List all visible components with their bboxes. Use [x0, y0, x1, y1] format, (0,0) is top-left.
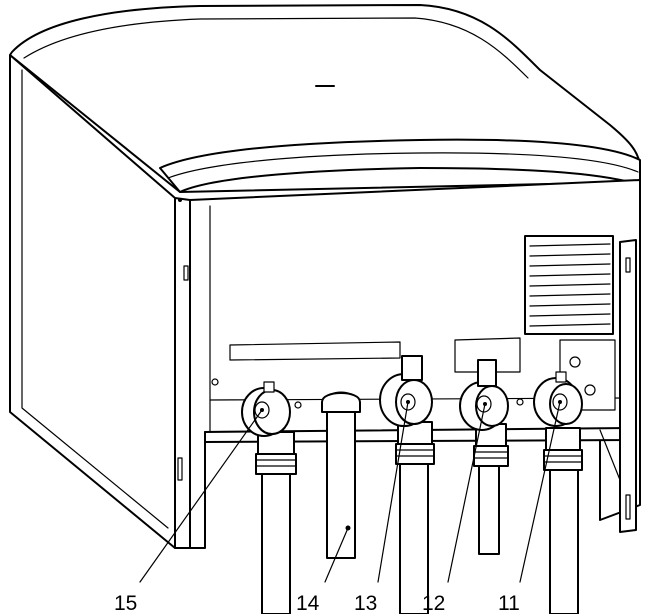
valve-11	[533, 371, 583, 471]
casing-right-flange	[619, 239, 637, 533]
valve-12	[459, 359, 509, 467]
callout-14: 14	[296, 592, 320, 614]
top-cover-front-lip	[159, 138, 641, 193]
valve-13	[379, 355, 435, 465]
pipe-12	[478, 461, 500, 555]
ventilation-grille	[524, 235, 614, 335]
leader-line-15	[139, 409, 263, 583]
leader-line-13	[377, 401, 409, 583]
callout-15: 15	[114, 592, 137, 614]
callout-13: 13	[354, 592, 377, 614]
pipe-14	[321, 391, 361, 559]
leader-line-11	[519, 401, 561, 583]
leader-line-14	[324, 527, 349, 583]
valve-15	[241, 381, 297, 475]
callout-12: 12	[422, 592, 445, 614]
pipe-13	[399, 461, 429, 614]
pipe-11	[549, 461, 579, 614]
pipe-15	[261, 469, 291, 614]
leader-line-12	[447, 403, 486, 583]
callout-11: 11	[498, 592, 520, 614]
casing-left-edge-strip	[174, 197, 191, 549]
